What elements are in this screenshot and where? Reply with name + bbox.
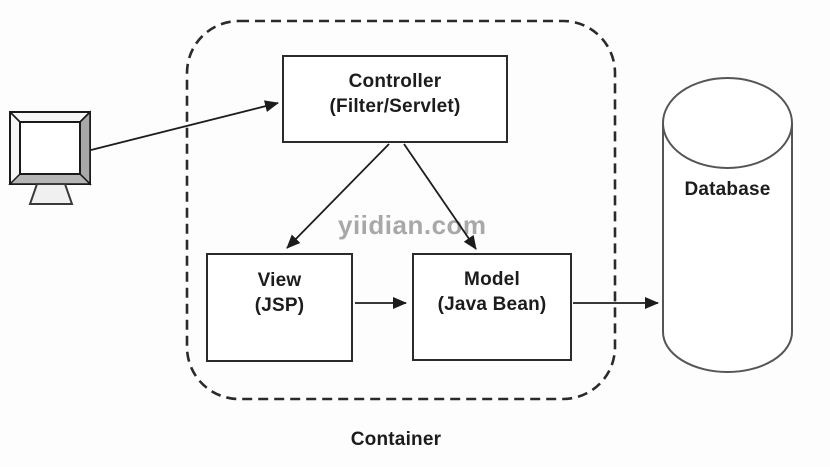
view-subtitle: (JSP) <box>254 294 305 316</box>
database-cylinder <box>662 77 793 373</box>
controller-title: Controller <box>348 71 442 92</box>
edge-controller-view <box>286 143 390 249</box>
edge-client-controller <box>90 100 279 151</box>
edge-controller-model <box>403 143 477 250</box>
watermark-text: yiidian.com <box>338 210 487 240</box>
database-label: Database <box>684 179 771 200</box>
model-subtitle: (Java Bean) <box>437 294 547 315</box>
container-label: Container <box>350 429 442 450</box>
container-boundary <box>185 19 617 401</box>
controller-node: Controller (Filter/Servlet) <box>282 55 508 143</box>
controller-subtitle: (Filter/Servlet) <box>329 96 461 117</box>
model-title: Model <box>464 269 520 290</box>
view-node: View (JSP) <box>206 253 353 362</box>
view-title: View <box>257 269 302 291</box>
computer-monitor-icon <box>8 110 92 205</box>
model-node: Model (Java Bean) <box>412 253 572 361</box>
